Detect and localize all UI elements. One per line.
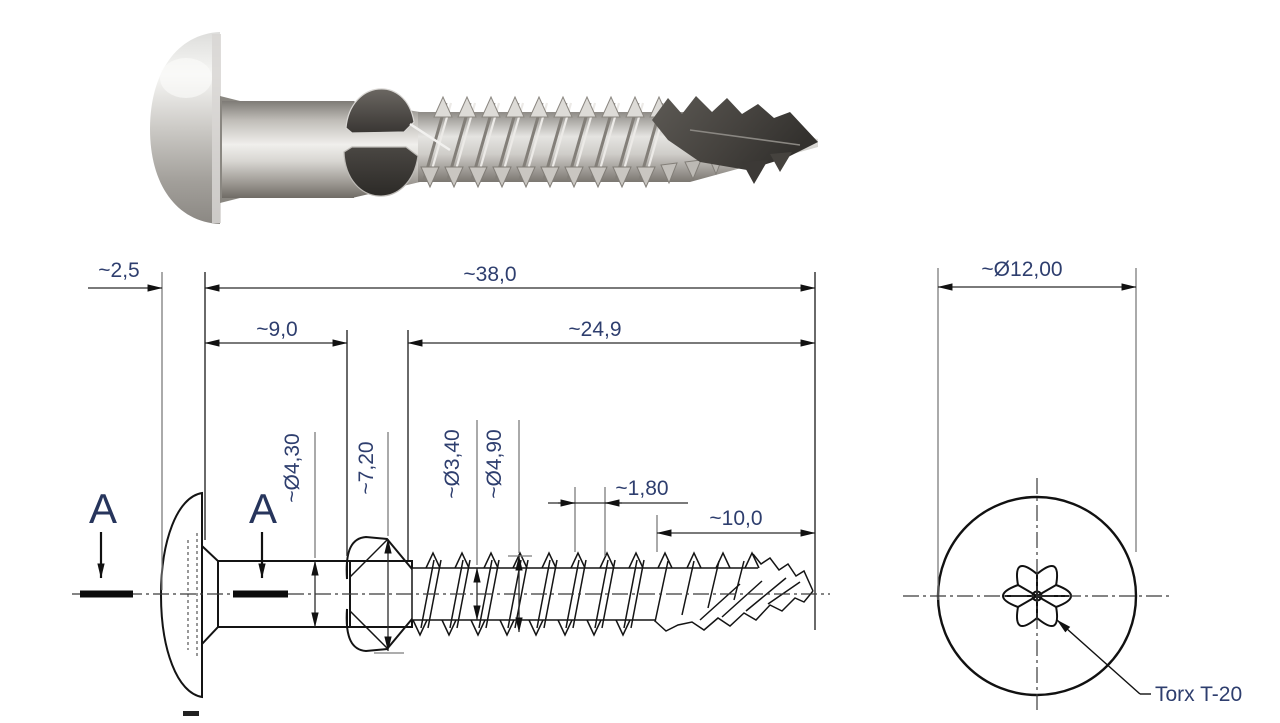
underhead-cone [201,543,219,647]
dim-thread-diameter: ~Ø4,90 [483,429,506,498]
dim-shank-diameter: ~Ø4,30 [281,433,304,502]
head-profile [159,491,203,699]
tip-top-edge [752,553,814,592]
torx-leader-line [1056,619,1141,695]
photo-cutting-wing-bottom [343,146,419,197]
dim-thread-length: ~24,9 [568,318,621,341]
dim-core-diameter: ~Ø3,40 [441,429,464,498]
screw-photo [150,32,818,224]
torx-drive-label: Torx T-20 [1155,683,1242,706]
cropped-mark [183,711,199,716]
end-view: ~Ø12,00 Torx T-20 [903,258,1242,714]
tip-serrated-edge [654,590,814,632]
photo-screw-shank [222,101,354,198]
wing-bottom-profile [345,608,413,653]
dim-overall-length: ~38,0 [463,263,516,286]
dim-thread-pitch: ~1,80 [615,477,668,500]
tip-thread-flanks [654,560,801,623]
dim-head-thickness: ~2,5 [98,259,139,282]
dim-shank-length: ~9,0 [256,318,297,341]
photo-cutting-wing-top [345,88,415,134]
wing-top-profile [345,535,413,580]
dim-tip-length: ~10,0 [709,507,762,530]
dim-head-diameter: ~Ø12,00 [981,258,1062,281]
dim-wing-diameter: ~7,20 [355,441,378,494]
section-label-right: A [249,485,277,532]
photo-drill-tip [652,96,818,170]
section-label-left: A [89,485,117,532]
side-view: ~2,5 ~38,0 ~9,0 ~24,9 ~Ø4,30 ~7,20 ~Ø3,4… [72,259,830,716]
